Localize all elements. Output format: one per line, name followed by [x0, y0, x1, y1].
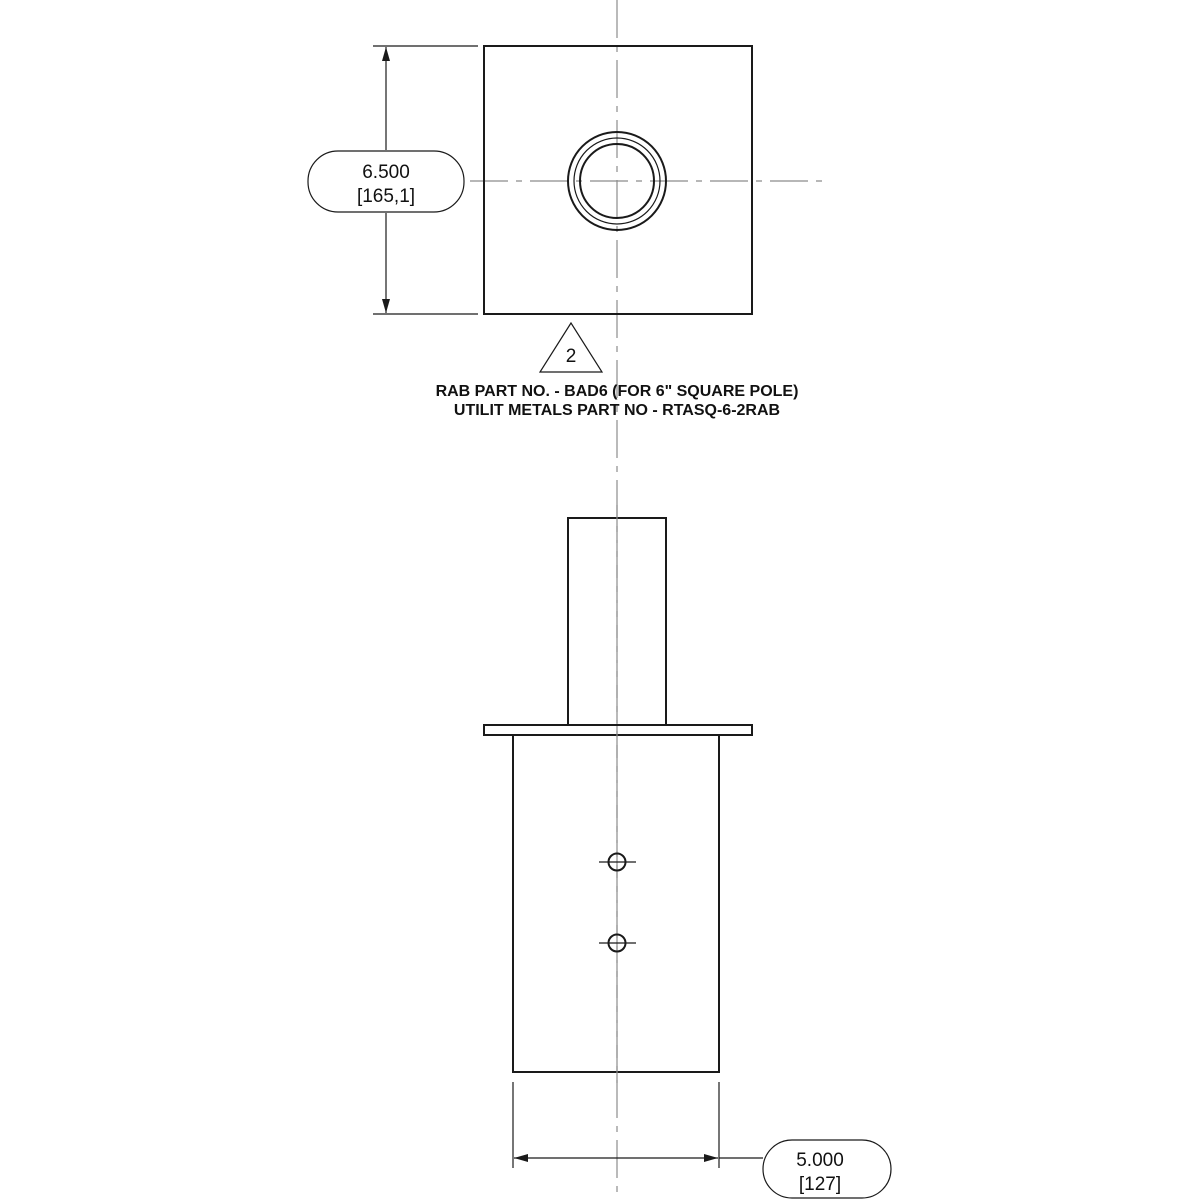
note-line-1: RAB PART NO. - BAD6 (FOR 6" SQUARE POLE): [436, 383, 799, 400]
flange-plate: [483, 724, 753, 736]
mounting-hole-upper: [599, 852, 636, 872]
pole-tube: [512, 734, 720, 1073]
tenon-inner-circle: [579, 143, 655, 219]
callout-triangle: 2: [538, 321, 604, 373]
mounting-hole-lower: [599, 933, 636, 953]
dimension-label-box: [307, 150, 465, 213]
tube-width-metric: [127]: [799, 1174, 841, 1195]
callout-triangle-shape: [538, 321, 604, 373]
tenon-middle-circle: [573, 137, 661, 225]
tube-width-dimension: 5.000 [127]: [512, 1082, 892, 1199]
centerlines: [470, 0, 830, 1200]
callout-number: 2: [566, 346, 577, 367]
top-view: [483, 45, 753, 315]
plate-height-metric: [165,1]: [357, 186, 415, 207]
tenon-outer-circle: [567, 131, 667, 231]
plate-height-dimension: 6.500 [165,1]: [307, 45, 478, 315]
note-line-2: UTILIT METALS PART NO - RTASQ-6-2RAB: [454, 402, 780, 419]
tube-width-imperial: 5.000: [796, 1150, 844, 1171]
plate-height-imperial: 6.500: [362, 162, 410, 183]
square-base-plate: [483, 45, 753, 315]
part-notes: RAB PART NO. - BAD6 (FOR 6" SQUARE POLE)…: [436, 383, 799, 419]
side-view: [483, 505, 753, 1090]
width-label-box: [762, 1139, 892, 1199]
